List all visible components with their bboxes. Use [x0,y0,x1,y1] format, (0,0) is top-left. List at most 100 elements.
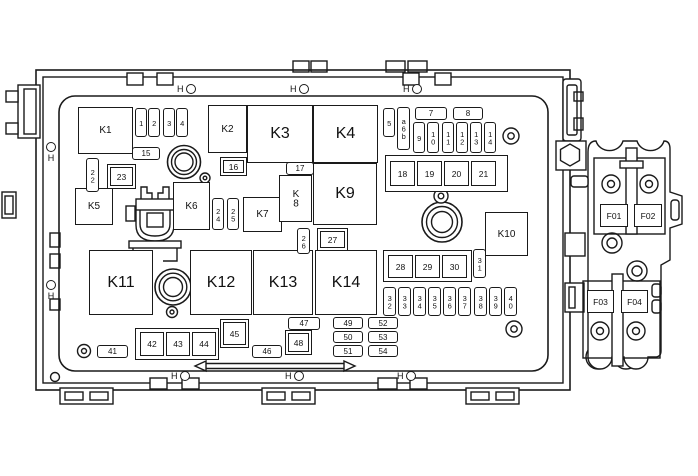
fuse-12: 12 [456,122,468,153]
fuse-35: 35 [428,287,441,316]
hex-bolt-icon [559,143,581,167]
slide-rail-arrow [193,359,357,373]
relay-k8-label: K8 [290,189,302,208]
fuse-37: 37 [458,287,471,316]
fuse-49: 49 [333,317,363,329]
fuse-27: 27 [317,228,348,251]
fuse-13: 13 [470,122,482,153]
fuse-51: 51 [333,345,363,357]
harness-clamp-symbol [125,186,185,262]
fuse-25: 25 [227,198,239,230]
small-bolts [76,127,523,359]
fuse-29: 29 [415,255,440,278]
fuse-22: 22 [86,158,99,192]
mounting-hole-mark: H [397,371,416,381]
fuse-19: 19 [417,161,442,186]
fuse-30: 30 [442,255,467,278]
fuse-5: 5 [383,108,395,137]
mounting-hole-mark: H [46,280,56,301]
relay-k1: K1 [78,107,133,154]
mounting-hole-mark: H [177,84,196,94]
fuse-50: 50 [333,331,363,343]
fuse-47: 47 [288,317,320,330]
midi-fuse-f02: F02 [634,204,662,227]
fuse-34: 34 [413,287,426,316]
fuse-23: 23 [107,164,136,189]
hole-icon [411,84,422,94]
mounting-bolt-right [421,188,463,243]
fuse-31: 31 [473,249,486,278]
hole-icon [185,84,196,94]
midi-fuse-f04: F04 [621,290,648,313]
fuse-7: 7 [415,107,447,120]
fuse-14: 14 [484,122,496,153]
relay-k12: K12 [190,250,252,315]
fuse-2: 2 [148,108,160,137]
fuse-20: 20 [444,161,469,186]
mounting-hole-mark: H [171,371,190,381]
midi-fuse-holder [555,78,683,370]
left-bracket [1,84,41,219]
fuse-9: 9 [413,122,425,153]
fuse-15: 15 [132,147,160,160]
left-wall-slots [49,232,61,383]
hole-icon [293,371,304,381]
fuse-21: 21 [471,161,496,186]
relay-k5: K5 [75,188,113,225]
mounting-hole-mark: H [290,84,309,94]
fuse-48: 48 [285,330,312,355]
hole-icon [179,371,190,381]
fuse-17: 17 [286,162,314,175]
fuse-53: 53 [368,331,398,343]
fuse-16: 16 [220,157,247,176]
fuse-40: 40 [504,287,517,316]
fuse-26: 26 [297,228,310,254]
fuse-28: 28 [388,255,413,278]
fuse-18: 18 [390,161,415,186]
relay-k8: K8 [279,175,312,222]
mounting-hole-mark: H [285,371,304,381]
fuse-11: 11 [442,122,454,153]
fuse-46: 46 [252,345,282,358]
fuse-42: 42 [140,332,164,356]
mounting-hole-mark: H [403,84,422,94]
fuse-52: 52 [368,317,398,329]
mounting-feet [59,387,520,405]
hole-icon [46,280,56,290]
hole-icon [298,84,309,94]
hole-icon [46,142,56,152]
fuse-32: 32 [383,287,396,316]
relay-k6: K6 [173,182,210,230]
mounting-hole-mark: H [46,142,56,163]
fuse-43: 43 [166,332,190,356]
fuse-10: 10 [427,122,439,153]
fuse-54: 54 [368,345,398,357]
edge-tabs [126,72,452,390]
fuse-24: 24 [212,198,224,230]
mounting-bolt-top [166,144,211,184]
relay-k2: K2 [208,105,247,153]
fuse-39: 39 [489,287,502,316]
fuse-3: 3 [163,108,175,137]
fuse-8: 8 [453,107,483,120]
fuse-38: 38 [474,287,487,316]
relay-k13: K13 [253,250,313,315]
fuse-36: 36 [443,287,456,316]
fuse-1: 1 [135,108,147,137]
relay-k3: K3 [247,105,313,163]
fuse-44: 44 [192,332,216,356]
fuse-4: 4 [176,108,188,137]
relay-k14: K14 [315,250,377,315]
relay-k7: K7 [243,197,282,232]
relay-k11: K11 [89,250,153,315]
midi-fuse-f01: F01 [600,204,628,227]
fuse-45: 45 [220,319,249,348]
relay-k4: K4 [313,105,378,163]
relay-k10: K10 [485,212,528,256]
mounting-tab-top [292,60,428,73]
mounting-bolt-bottom [154,268,192,319]
hole-icon [405,371,416,381]
fuse-6: a6b [397,107,410,150]
relay-k9: K9 [313,163,377,225]
